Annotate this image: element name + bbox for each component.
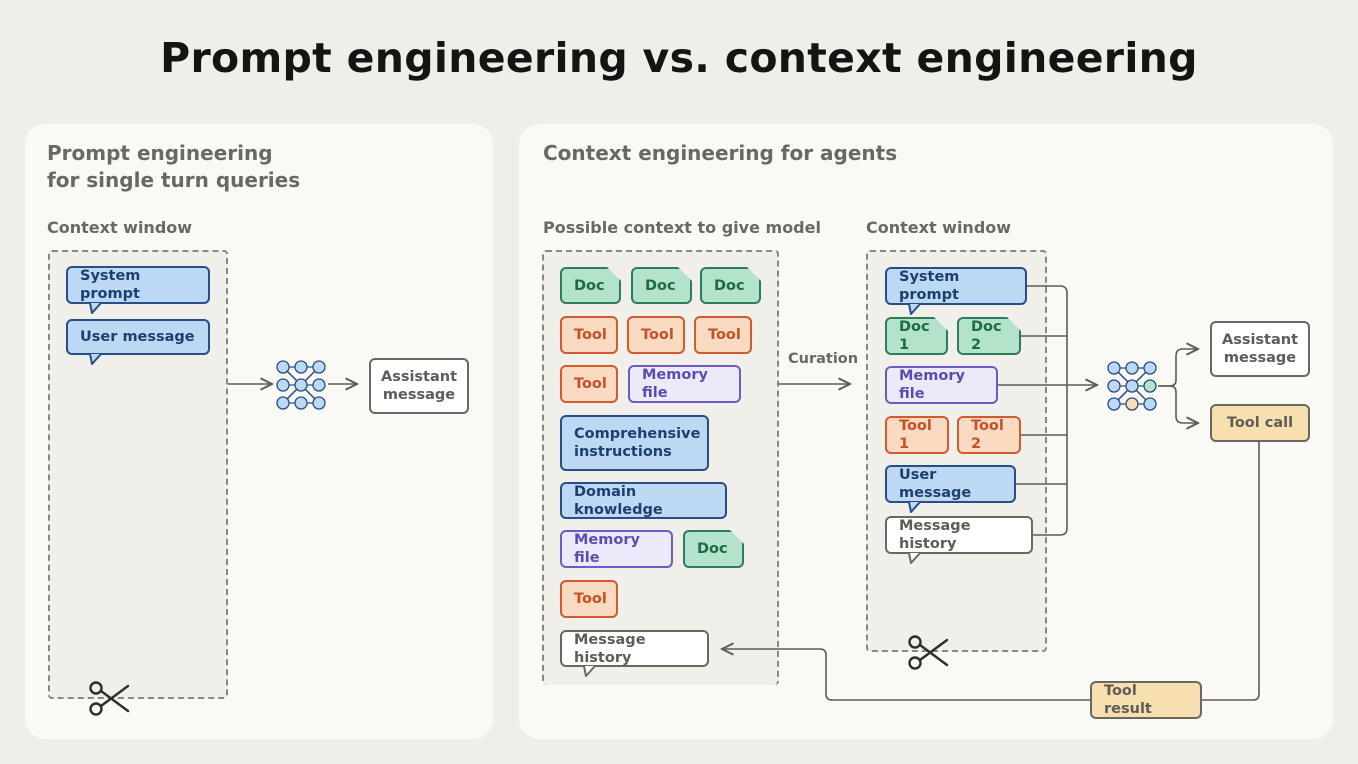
- window-tool-2-label: Tool 2: [971, 418, 1004, 452]
- right-assistant-line1: Assistant: [1221, 332, 1299, 348]
- right-panel-title: Context engineering for agents: [543, 141, 898, 165]
- right-assistant-message: Assistant message: [1210, 321, 1310, 377]
- window-system-prompt-label: System prompt: [899, 269, 960, 303]
- left-panel-title-line2: for single turn queries: [47, 168, 301, 192]
- window-memory-file-label: Memory file: [899, 368, 965, 402]
- possible-tool-2: Tool: [627, 316, 685, 354]
- left-system-prompt: System prompt: [66, 266, 210, 304]
- possible-memory-file-2-label: Memory file: [574, 532, 640, 566]
- possible-doc-2-label: Doc: [645, 277, 676, 294]
- possible-tool-5-label: Tool: [574, 591, 607, 607]
- possible-tool-4: Tool: [560, 365, 618, 403]
- comprehensive-line1: Comprehensive: [574, 426, 701, 442]
- tool-call-box: Tool call: [1210, 404, 1310, 442]
- possible-message-history: Message history: [560, 630, 709, 667]
- left-assistant-line1: Assistant: [380, 369, 458, 385]
- tool-result-label: Tool result: [1104, 683, 1152, 717]
- tool-result-box: Tool result: [1090, 681, 1202, 719]
- left-panel-title: Prompt engineering for single turn queri…: [47, 140, 300, 194]
- comprehensive-line2: instructions: [574, 444, 672, 460]
- output-branches: [1158, 349, 1198, 423]
- neural-network-icon: [276, 360, 326, 410]
- window-tool-1-label: Tool 1: [899, 418, 932, 452]
- left-assistant-message: Assistant message: [369, 358, 469, 414]
- left-user-message: User message: [66, 319, 210, 355]
- possible-doc-1-label: Doc: [574, 277, 605, 294]
- window-tool-2: Tool 2: [957, 416, 1021, 454]
- possible-tool-3: Tool: [694, 316, 752, 354]
- window-user-message: User message: [885, 465, 1016, 503]
- window-user-message-label: User message: [899, 467, 972, 501]
- possible-tool-2-label: Tool: [641, 327, 674, 343]
- possible-doc-4: Doc: [683, 530, 744, 568]
- window-tool-1: Tool 1: [885, 416, 949, 454]
- possible-tool-4-label: Tool: [574, 376, 607, 392]
- left-assistant-line2: message: [382, 387, 456, 403]
- window-doc-2: Doc 2: [957, 317, 1021, 355]
- possible-memory-file-2: Memory file: [560, 530, 673, 568]
- possible-context-label: Possible context to give model: [543, 218, 821, 237]
- possible-doc-3: Doc: [700, 267, 761, 304]
- window-system-prompt: System prompt: [885, 267, 1027, 305]
- possible-doc-3-label: Doc: [714, 277, 745, 294]
- tool-call-label: Tool call: [1226, 415, 1294, 431]
- left-system-prompt-label: System prompt: [80, 268, 141, 302]
- possible-memory-file-1: Memory file: [628, 365, 741, 403]
- scissors-icon-right: [908, 635, 949, 670]
- window-doc-2-label: Doc 2: [971, 319, 1002, 353]
- possible-message-history-label: Message history: [574, 631, 646, 666]
- possible-tool-1-label: Tool: [574, 327, 607, 343]
- tool-result-loop: [722, 442, 1260, 701]
- possible-memory-file-1-label: Memory file: [642, 367, 708, 401]
- left-user-message-label: User message: [80, 329, 195, 345]
- possible-domain-knowledge: Domain knowledge: [560, 482, 727, 519]
- scissors-icon: [89, 681, 130, 716]
- window-memory-file: Memory file: [885, 366, 998, 404]
- possible-doc-4-label: Doc: [697, 541, 728, 557]
- window-connectors: [998, 285, 1097, 536]
- window-doc-1-label: Doc 1: [899, 319, 930, 353]
- possible-comprehensive-instructions: Comprehensive instructions: [560, 415, 709, 471]
- speech-tails: [89, 302, 921, 677]
- possible-doc-2: Doc: [631, 267, 692, 304]
- possible-tool-3-label: Tool: [708, 327, 741, 343]
- curation-label: Curation: [788, 351, 859, 367]
- neural-network-icon-right: [1107, 361, 1157, 411]
- possible-tool-5: Tool: [560, 580, 618, 618]
- window-message-history-label: Message history: [899, 518, 971, 552]
- domain-knowledge-label: Domain knowledge: [574, 483, 663, 518]
- right-assistant-line2: message: [1223, 350, 1297, 366]
- right-context-window-label: Context window: [866, 218, 1012, 237]
- possible-doc-1: Doc: [560, 267, 621, 304]
- left-context-window-label: Context window: [47, 218, 193, 237]
- left-panel-title-line1: Prompt engineering: [47, 141, 273, 165]
- window-doc-1: Doc 1: [885, 317, 948, 355]
- page-title: Prompt engineering vs. context engineeri…: [160, 34, 1198, 82]
- possible-tool-1: Tool: [560, 316, 618, 354]
- window-message-history: Message history: [885, 516, 1033, 554]
